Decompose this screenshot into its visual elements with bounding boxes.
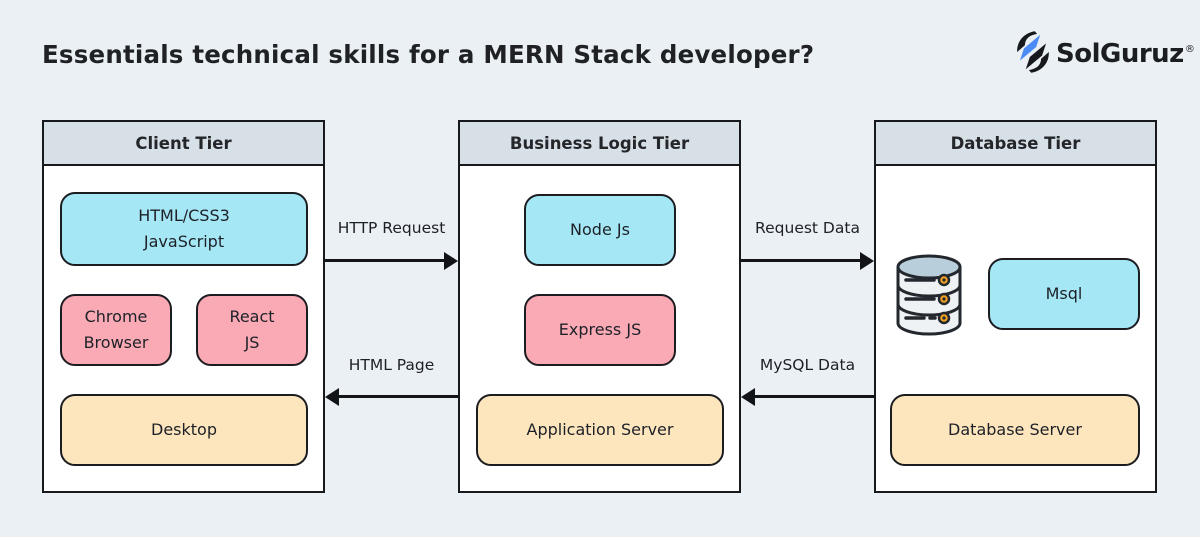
arrow-line bbox=[752, 395, 874, 398]
page-title: Essentials technical skills for a MERN S… bbox=[42, 40, 815, 69]
arrow-label-mysql-data: MySQL Data bbox=[759, 356, 856, 374]
arrow-request-data bbox=[741, 252, 874, 270]
logo-text: SolGuruz® bbox=[1056, 39, 1195, 69]
arrowhead-right-icon bbox=[444, 252, 458, 270]
database-icon bbox=[892, 252, 966, 342]
solguruz-logo: SolGuruz® bbox=[1014, 30, 1195, 78]
node-chrome-browser: Chrome Browser bbox=[60, 294, 172, 366]
arrow-line bbox=[325, 259, 447, 262]
business-logic-tier-header: Business Logic Tier bbox=[460, 122, 739, 166]
node-application-server: Application Server bbox=[476, 394, 724, 466]
node-database-server: Database Server bbox=[890, 394, 1140, 466]
solguruz-bolt-icon bbox=[1014, 30, 1052, 78]
arrow-mysql-data bbox=[741, 388, 874, 406]
arrowhead-right-icon bbox=[860, 252, 874, 270]
arrowhead-left-icon bbox=[741, 388, 755, 406]
logo-wordmark: SolGuruz bbox=[1056, 39, 1184, 69]
node-node-js: Node Js bbox=[524, 194, 676, 266]
arrow-line bbox=[336, 395, 458, 398]
arrow-http-request bbox=[325, 252, 458, 270]
node-react-js: React JS bbox=[196, 294, 308, 366]
arrow-label-http-request: HTTP Request bbox=[337, 219, 446, 237]
arrow-line bbox=[741, 259, 863, 262]
database-tier-header: Database Tier bbox=[876, 122, 1155, 166]
arrow-label-html-page: HTML Page bbox=[348, 356, 435, 374]
arrowhead-left-icon bbox=[325, 388, 339, 406]
arrow-label-request-data: Request Data bbox=[755, 219, 860, 237]
node-msql: Msql bbox=[988, 258, 1140, 330]
node-express-js: Express JS bbox=[524, 294, 676, 366]
node-html-css-javascript: HTML/CSS3 JavaScript bbox=[60, 192, 308, 266]
client-tier-header: Client Tier bbox=[44, 122, 323, 166]
node-desktop: Desktop bbox=[60, 394, 308, 466]
arrow-html-page bbox=[325, 388, 458, 406]
registered-mark: ® bbox=[1184, 44, 1195, 56]
